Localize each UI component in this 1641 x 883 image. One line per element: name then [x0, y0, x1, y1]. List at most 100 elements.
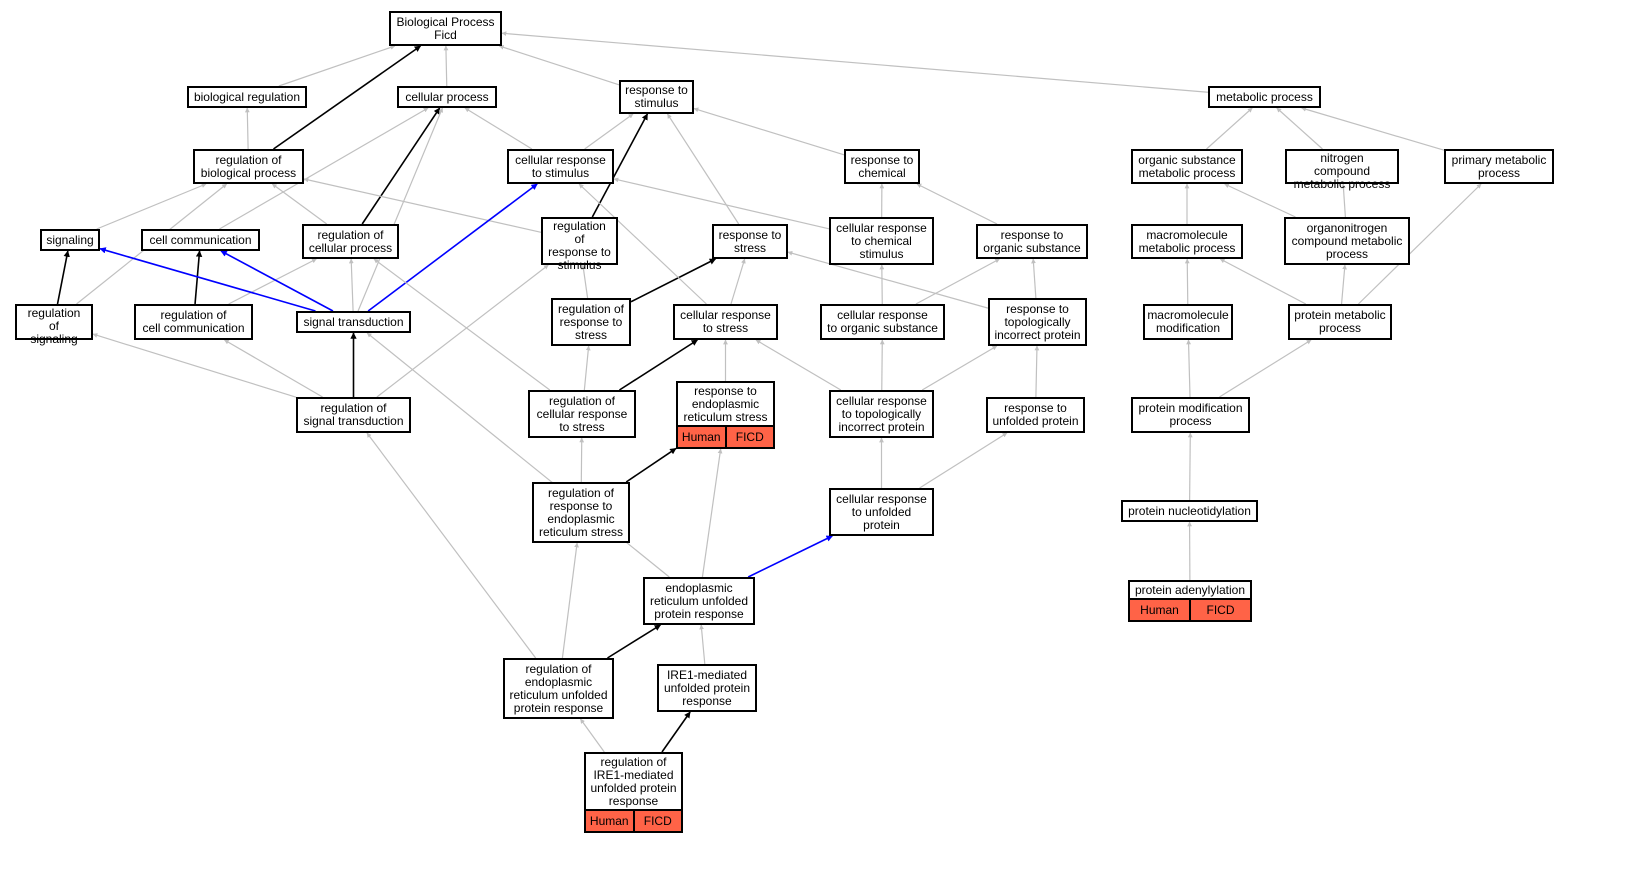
go-term-node[interactable]: organonitrogen compound metabolic proces… — [1284, 217, 1410, 265]
is-a-edge — [921, 345, 998, 391]
go-term-label: response to topologically incorrect prot… — [994, 301, 1081, 342]
gene-cell: FICD — [632, 811, 682, 831]
is-a-edge — [373, 258, 551, 391]
regulates-edge — [607, 624, 662, 659]
go-term-node[interactable]: regulation of cellular process — [302, 224, 399, 259]
go-term-node[interactable]: regulation of IRE1-mediated unfolded pro… — [584, 752, 683, 833]
go-term-node[interactable]: response to stress — [712, 224, 788, 259]
go-term-node[interactable]: signaling — [40, 229, 100, 251]
go-term-node[interactable]: protein nucleotidylation — [1121, 500, 1258, 522]
is-a-edge — [1340, 264, 1347, 305]
go-term-node[interactable]: regulation of response to stress — [551, 298, 631, 346]
regulates-edge — [630, 258, 717, 303]
go-term-node[interactable]: macromolecule metabolic process — [1131, 224, 1243, 259]
go-term-node[interactable]: response to topologically incorrect prot… — [988, 298, 1087, 346]
go-term-label: IRE1-mediated unfolded protein response — [663, 667, 751, 708]
go-term-node[interactable]: endoplasmic reticulum unfolded protein r… — [643, 577, 755, 625]
go-term-node[interactable]: organic substance metabolic process — [1131, 149, 1243, 184]
is-a-edge — [1206, 107, 1253, 150]
go-term-node[interactable]: response to organic substance — [976, 224, 1088, 259]
go-term-node[interactable]: regulation of response to stimulus — [541, 217, 618, 272]
is-a-edge — [699, 624, 706, 665]
go-term-node[interactable]: response to unfolded protein — [986, 397, 1085, 433]
is-a-edge — [1224, 183, 1296, 218]
go-term-node[interactable]: cellular response to topologically incor… — [829, 390, 934, 438]
go-term-label: primary metabolic process — [1451, 152, 1547, 180]
is-a-edge — [1187, 432, 1193, 501]
species-cell: Human — [1140, 602, 1179, 617]
go-term-label: macromolecule modification — [1147, 308, 1229, 335]
part-of-edge — [367, 183, 538, 312]
go-term-node[interactable]: protein modification process — [1131, 397, 1250, 433]
is-a-edge — [501, 31, 1209, 93]
go-term-label: response to organic substance — [983, 227, 1081, 255]
go-term-node[interactable]: regulation of endoplasmic reticulum unfo… — [503, 658, 614, 719]
is-a-edge — [755, 339, 842, 391]
go-term-label: cellular response to organic substance — [827, 308, 938, 335]
is-a-edge — [303, 177, 542, 233]
go-term-node[interactable]: Biological Process Ficd — [389, 11, 502, 46]
is-a-edge — [357, 107, 443, 312]
go-term-node[interactable]: protein metabolic process — [1288, 304, 1392, 340]
go-term-node[interactable]: cellular process — [397, 86, 497, 108]
is-a-edge — [1031, 258, 1037, 299]
go-term-label: protein modification process — [1138, 401, 1243, 428]
go-term-node[interactable]: cellular response to unfolded protein — [829, 488, 934, 536]
go-term-label: signaling — [46, 232, 94, 247]
regulates-edge — [619, 339, 698, 391]
go-term-label: regulation of cell communication — [142, 308, 245, 335]
is-a-edge — [915, 258, 1000, 305]
go-term-node[interactable]: regulation of cell communication — [134, 304, 253, 340]
go-term-node[interactable]: cellular response to stress — [673, 304, 778, 340]
go-term-node[interactable]: primary metabolic process — [1444, 149, 1554, 184]
is-a-edge — [278, 45, 396, 87]
is-a-edge — [224, 339, 323, 398]
go-term-node[interactable]: response to chemical — [844, 149, 920, 184]
go-term-node[interactable]: regulation of biological process — [193, 149, 304, 184]
is-a-edge — [787, 250, 989, 309]
go-term-label: organonitrogen compound metabolic proces… — [1291, 220, 1403, 261]
is-a-edge — [919, 432, 1008, 489]
is-a-edge — [730, 258, 746, 305]
go-term-node[interactable]: cellular response to stimulus — [507, 149, 614, 184]
go-term-node[interactable]: IRE1-mediated unfolded protein response — [657, 664, 757, 712]
go-term-node[interactable]: signal transduction — [296, 311, 411, 333]
go-term-node[interactable]: regulation of cellular response to stres… — [528, 390, 636, 438]
go-term-label: regulation of response to stimulus — [548, 219, 611, 272]
go-term-node[interactable]: regulation of response to endoplasmic re… — [532, 482, 630, 543]
go-term-node[interactable]: regulation of signal transduction — [296, 397, 411, 433]
is-a-edge — [498, 45, 620, 86]
go-term-node[interactable]: cell communication — [141, 229, 260, 251]
regulates-edge — [591, 113, 649, 218]
go-term-node[interactable]: response to stimulus — [619, 80, 694, 114]
go-term-node[interactable]: regulation of signaling — [15, 304, 93, 346]
go-term-node[interactable]: nitrogen compound metabolic process — [1285, 149, 1399, 191]
is-a-edge — [1357, 183, 1482, 305]
go-term-label: regulation of signaling — [27, 306, 81, 346]
gene-cell: FICD — [724, 427, 774, 447]
go-term-label: response to chemical — [850, 152, 914, 180]
is-a-edge — [1219, 258, 1307, 305]
go-term-node[interactable]: metabolic process — [1208, 86, 1321, 108]
is-a-edge — [376, 264, 549, 398]
go-term-label: cellular response to unfolded protein — [836, 491, 927, 532]
go-term-node[interactable]: response to endoplasmic reticulum stress… — [676, 381, 775, 449]
go-term-label: protein adenylylation — [1134, 582, 1246, 597]
go-term-node[interactable]: macromolecule modification — [1143, 304, 1233, 340]
is-a-edge — [693, 107, 845, 156]
is-a-edge — [666, 113, 740, 225]
go-term-label: cellular response to chemical stimulus — [836, 220, 927, 261]
go-term-node[interactable]: cellular response to organic substance — [820, 304, 945, 340]
regulates-edge — [661, 711, 691, 753]
go-term-label: biological regulation — [193, 89, 301, 104]
go-term-node[interactable]: biological regulation — [187, 86, 307, 108]
species-cell: Human — [589, 813, 629, 828]
is-a-edge — [1184, 258, 1190, 305]
go-term-node[interactable]: cellular response to chemical stimulus — [829, 217, 934, 265]
is-a-edge — [271, 183, 328, 225]
go-term-label: metabolic process — [1216, 89, 1313, 104]
